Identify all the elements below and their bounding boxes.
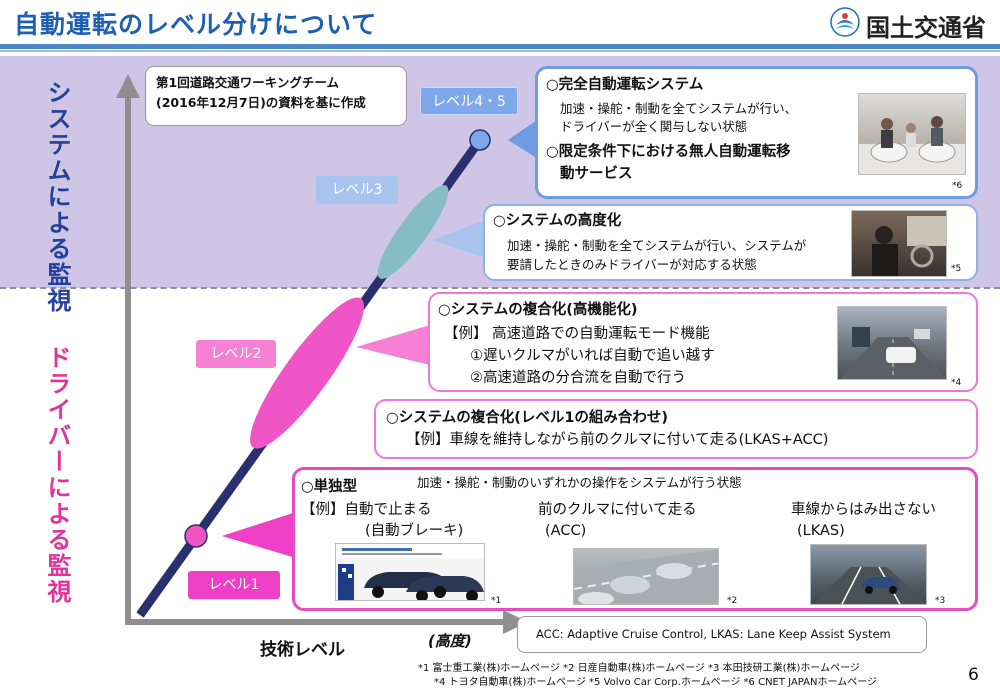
- level2b-title: ○システムの複合化(レベル1の組み合わせ): [386, 410, 669, 426]
- level2a-footnote: *4: [951, 378, 962, 388]
- reference-note-line2: (2016年12月7日)の資料を基に作成: [156, 95, 366, 110]
- level45-box: ○完全自動運転システム 加速・操舵・制動を全てシステムが行い、 ドライバーが全く…: [535, 66, 978, 199]
- level3-ellipse: [377, 185, 449, 279]
- level3-footnote: *5: [951, 264, 962, 274]
- x-axis-label: 技術レベル: [260, 640, 345, 660]
- y-axis: [116, 74, 140, 625]
- level45-title1: ○完全自動運転システム: [546, 77, 704, 93]
- level45-pointer: [508, 118, 540, 160]
- level1-footnote2: *2: [727, 596, 738, 606]
- level45-title2a: ○限定条件下における無人自動運転移: [546, 144, 791, 160]
- level1-photo-lkas: [810, 544, 927, 605]
- level2b-example: 【例】車線を維持しながら前のクルマに付いて走る(LKAS+ACC): [406, 432, 829, 448]
- level1-example1-sub: (自動ブレーキ): [365, 523, 464, 539]
- level1-example2-sub: (ACC): [545, 523, 587, 539]
- page-title: 自動運転のレベル分けについて: [14, 10, 378, 39]
- level2a-example2: ②高速道路の分合流を自動で行う: [470, 370, 686, 386]
- abbreviation-legend: ACC: Adaptive Cruise Control, LKAS: Lane…: [517, 616, 927, 653]
- level1-footnote3: *3: [935, 596, 946, 606]
- level3-pill: レベル3: [316, 176, 398, 204]
- level1-example3: 車線からはみ出さない: [791, 502, 936, 518]
- level2a-example: 【例】 高速道路での自動運転モード機能: [444, 326, 710, 342]
- level3-photo: [851, 210, 947, 277]
- level2a-title: ○システムの複合化(高機能化): [438, 302, 638, 318]
- org-name: 国土交通省: [866, 14, 986, 42]
- level2-ellipse: [250, 297, 364, 449]
- source-line2: *4 トヨタ自動車(株)ホームページ *5 Volvo Car Corp.ホーム…: [434, 677, 877, 688]
- reference-note-line1: 第1回道路交通ワーキングチーム: [156, 75, 339, 90]
- mlit-logo-icon: [830, 7, 860, 37]
- level1-box: ○単独型 加速・操舵・制動のいずれかの操作をシステムが行う状態 【例】自動で止ま…: [292, 467, 978, 611]
- level2-pill: レベル2: [196, 340, 276, 368]
- monitoring-divider: [0, 287, 1000, 289]
- level45-title2b: 動サービス: [560, 166, 633, 182]
- level45-pill: レベル4・5: [420, 87, 518, 115]
- level45-desc1a: 加速・操舵・制動を全てシステムが行い、: [560, 101, 798, 116]
- level3-pointer: [432, 220, 485, 258]
- level45-desc1b: ドライバーが全く関与しない状態: [560, 119, 748, 134]
- level1-pointer: [222, 512, 296, 558]
- title-underline-thin: [0, 50, 1000, 52]
- level3-box: ○システムの高度化 加速・操舵・制動を全てシステムが行い、システムが 要請したと…: [483, 204, 978, 281]
- level2b-box: ○システムの複合化(レベル1の組み合わせ) 【例】車線を維持しながら前のクルマに…: [374, 399, 978, 459]
- level2a-example1: ①遅いクルマがいれば自動で追い越す: [470, 348, 715, 364]
- title-underline: [0, 44, 1000, 49]
- level45-footnote: *6: [952, 181, 963, 191]
- x-axis: [125, 610, 528, 634]
- level1-title: ○単独型: [301, 479, 358, 495]
- level1-photo-acc: [573, 548, 719, 605]
- level1-footnote1: *1: [491, 596, 502, 606]
- level3-desc2: 要請したときのみドライバーが対応する状態: [507, 257, 757, 272]
- level1-desc: 加速・操舵・制動のいずれかの操作をシステムが行う状態: [417, 475, 742, 490]
- system-monitoring-label: システムによる監視: [43, 80, 71, 314]
- level1-photo-autobrake: [335, 543, 485, 601]
- level2a-photo: [837, 306, 947, 380]
- page-number: 6: [968, 665, 979, 685]
- x-axis-note: (高度): [428, 632, 472, 650]
- level1-example-prefix: 【例】自動で止まる: [301, 502, 432, 518]
- level1-example3-sub: (LKAS): [797, 523, 845, 539]
- source-line1: *1 富士重工業(株)ホームページ *2 日産自動車(株)ホームページ *3 本…: [418, 663, 860, 674]
- level1-example2: 前のクルマに付いて走る: [538, 502, 697, 518]
- level3-desc1: 加速・操舵・制動を全てシステムが行い、システムが: [507, 238, 807, 253]
- reference-note: 第1回道路交通ワーキングチーム (2016年12月7日)の資料を基に作成: [145, 66, 407, 126]
- level2a-box: ○システムの複合化(高機能化) 【例】 高速道路での自動運転モード機能 ①遅いク…: [428, 292, 978, 392]
- level45-dot: [469, 129, 491, 151]
- driver-monitoring-label: ドライバーによる監視: [43, 345, 71, 605]
- level1-dot: [184, 524, 208, 548]
- level2a-pointer: [356, 325, 430, 365]
- level1-pill: レベル1: [188, 571, 280, 599]
- level45-photo: [858, 93, 966, 175]
- level3-title: ○システムの高度化: [493, 213, 622, 229]
